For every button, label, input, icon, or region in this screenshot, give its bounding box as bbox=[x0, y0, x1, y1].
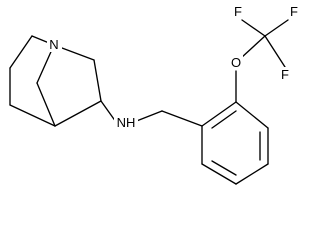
n-ring-label-background bbox=[47, 37, 62, 52]
bond-cf3-to-f-left bbox=[241, 19, 266, 37]
bond-o-to-cf3 bbox=[240, 35, 266, 59]
benzene-inner-bond-bottom bbox=[211, 160, 237, 176]
benzene-inner-bond-upper bbox=[211, 110, 237, 129]
fluorine-lower-right-background bbox=[279, 67, 291, 82]
bond-left-upper bbox=[9, 35, 33, 69]
bond-nh-to-ch2 bbox=[133, 110, 163, 123]
bond-ring-to-nh bbox=[100, 100, 117, 123]
bond-cf3-to-f-lower bbox=[264, 35, 286, 68]
fluorine-upper-right-label: F bbox=[290, 4, 298, 19]
benzene-bond-top-left bbox=[201, 101, 237, 127]
molecule-figure: N NH O F F F bbox=[9, 4, 300, 185]
bond-cf3-to-f-right bbox=[264, 19, 289, 37]
fluorine-lower-right-label: F bbox=[281, 67, 289, 82]
oxygen-label: O bbox=[231, 55, 241, 70]
oxygen-label-background bbox=[229, 55, 243, 70]
bond-right-to-bridgehead bbox=[54, 100, 102, 127]
fluorine-upper-left-background bbox=[232, 4, 244, 19]
benzene-bond-bottom-left bbox=[201, 163, 237, 185]
molecule-structure: N NH O F F F bbox=[9, 4, 300, 185]
bond-right-down bbox=[93, 59, 102, 102]
benzene-bond-top-right bbox=[235, 101, 269, 129]
benzene-bond-bottom-right bbox=[235, 163, 269, 185]
fluorine-upper-left-label: F bbox=[234, 4, 242, 19]
bond-inner-left-bottom bbox=[36, 82, 56, 127]
ring-nitrogen-label: N bbox=[49, 37, 58, 52]
nh-label-background bbox=[114, 115, 138, 130]
amine-nh-label: NH bbox=[117, 115, 136, 130]
bond-ch2-to-benzene bbox=[161, 110, 203, 127]
fluorine-upper-right-background bbox=[288, 4, 300, 19]
bond-bottom-left bbox=[9, 104, 56, 127]
